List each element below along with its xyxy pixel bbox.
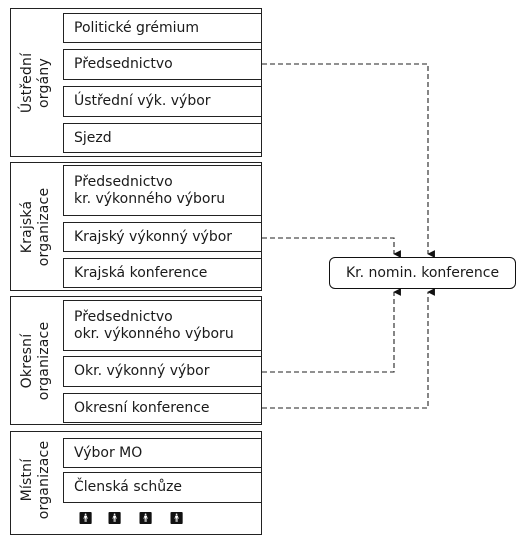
box-label: Kr. nomin. konference — [345, 265, 500, 281]
person-icon: 🚹︎ — [78, 511, 94, 525]
box-label: Předsednictvo — [74, 56, 173, 72]
box-label: Předsednictvo — [74, 308, 173, 325]
box-clenska-schuze: Členská schůze — [63, 472, 262, 503]
connector-okr-vykonny-vybor — [262, 288, 401, 373]
box-label: Sjezd — [74, 129, 112, 146]
box-label: Okresní konference — [74, 399, 210, 416]
box-sjezd: Sjezd — [63, 123, 262, 153]
box-label: kr. výkonného výboru — [74, 190, 226, 207]
box-okr-vykonny-vybor: Okr. výkonný výbor — [63, 356, 262, 387]
box-kr-nomin-konference: Kr. nomin. konference — [329, 257, 516, 289]
connector-okresni-konference — [262, 288, 435, 409]
person-icon: 🚹︎ — [169, 511, 185, 525]
box-label: Předsednictvo — [74, 173, 173, 190]
box-label: Krajská konference — [74, 264, 208, 281]
box-okresni-konference: Okresní konference — [63, 393, 262, 423]
person-icon: 🚹︎ — [107, 511, 123, 525]
group-okresni-organizace: Okresní organizace Předsednictvo okr. vý… — [10, 296, 262, 425]
box-vybor-mo: Výbor MO — [63, 438, 262, 468]
connector-krajsky-vykonny-vybor — [262, 237, 401, 258]
box-predsednictvo-kr-vyk-vyboru: Předsednictvo kr. výkonného výboru — [63, 165, 262, 216]
box-label: Členská schůze — [74, 479, 183, 495]
box-label: Politické grémium — [74, 19, 200, 36]
box-label: okr. výkonného výboru — [74, 325, 234, 342]
box-politicke-gremium: Politické grémium — [63, 13, 262, 43]
group-krajska-organizace: Krajská organizace Předsednictvo kr. výk… — [10, 162, 262, 291]
box-label: Výbor MO — [74, 444, 143, 461]
group-ustredni-organy: Ústřední orgány Politické grémium Předse… — [10, 8, 262, 157]
box-predsednictvo: Předsednictvo — [63, 49, 262, 80]
box-label: Ústřední výk. výbor — [74, 93, 211, 109]
box-ustredni-vyk-vybor: Ústřední výk. výbor — [63, 86, 262, 117]
box-krajska-konference: Krajská konference — [63, 258, 262, 288]
person-icon: 🚹︎ — [138, 511, 154, 525]
connector-predsednictvo — [262, 63, 435, 258]
box-label: Okr. výkonný výbor — [74, 363, 210, 379]
box-krajsky-vykonny-vybor: Krajský výkonný výbor — [63, 222, 262, 252]
box-predsednictvo-okr-vyk-vyboru: Předsednictvo okr. výkonného výboru — [63, 300, 262, 351]
box-label: Krajský výkonný výbor — [74, 228, 233, 245]
